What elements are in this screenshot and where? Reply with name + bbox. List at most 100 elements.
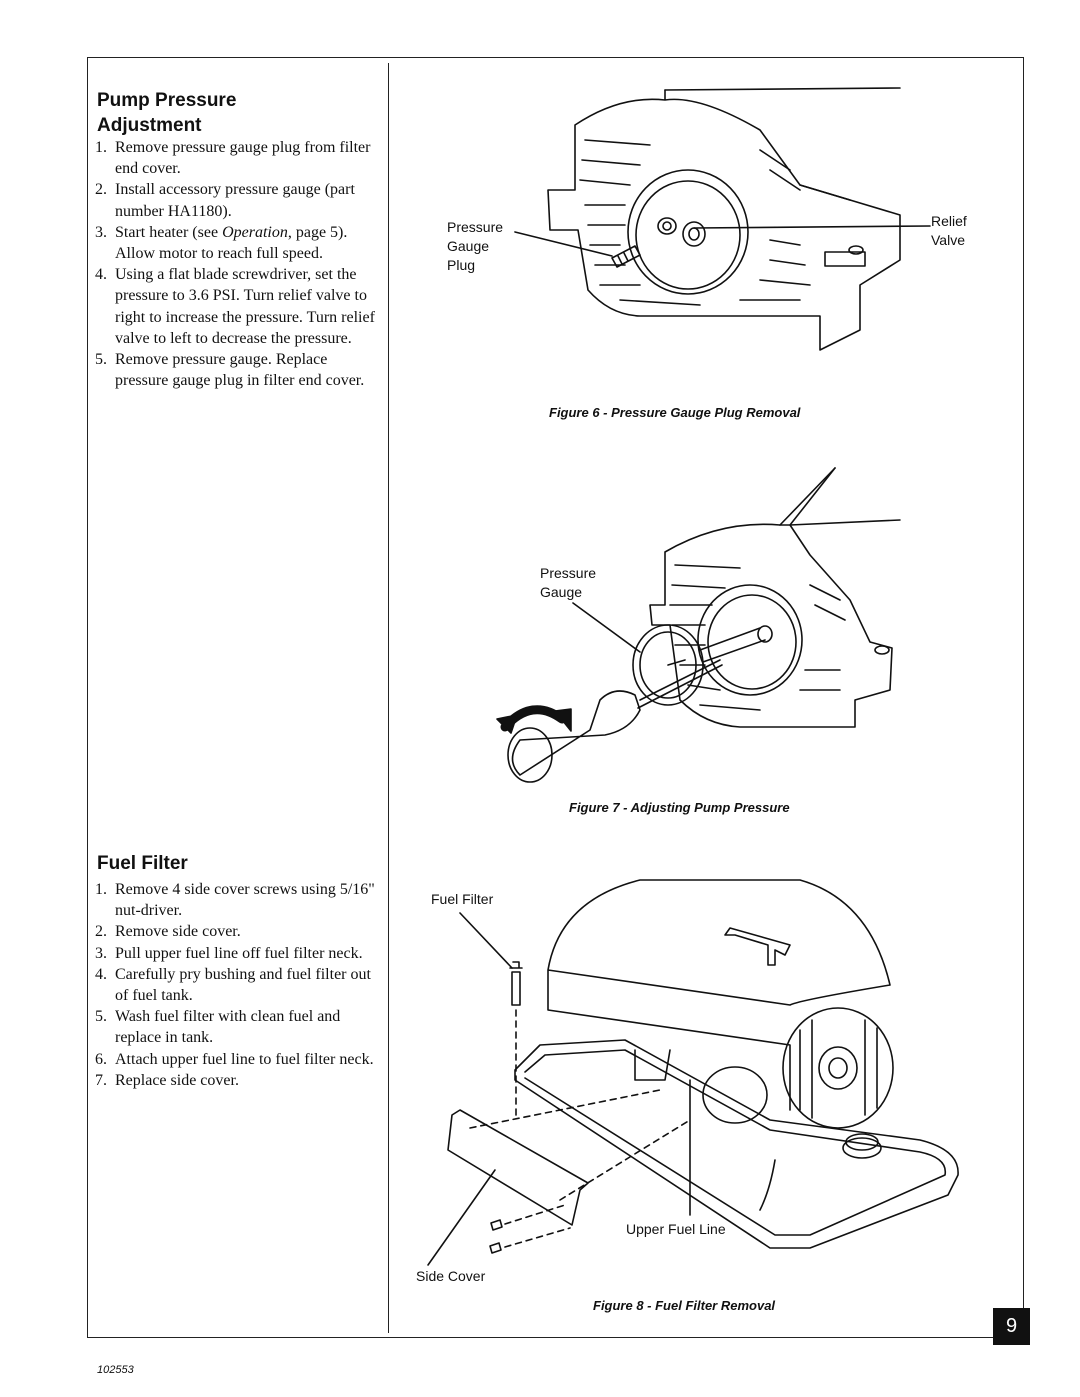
step-number: 6. bbox=[95, 1050, 107, 1068]
step-number: 4. bbox=[95, 266, 107, 284]
end-cover-inner bbox=[707, 594, 797, 690]
label-line: Gauge bbox=[447, 238, 490, 254]
relief-valve bbox=[682, 221, 706, 247]
list-item: 5. Wash fuel filter with clean fuel and r… bbox=[87, 1006, 377, 1048]
step-text: Remove pressure gauge. Replace pressure … bbox=[115, 351, 365, 390]
filter-section-title: Fuel Filter bbox=[97, 853, 188, 874]
figure8-label-line: Upper Fuel Line bbox=[626, 1221, 726, 1237]
knob bbox=[848, 245, 864, 255]
step-text: Carefully pry bushing and fuel filter ou… bbox=[115, 965, 371, 1005]
step-text-emphasis: Operation bbox=[222, 223, 288, 241]
heater-end-grille bbox=[782, 1007, 894, 1129]
list-item: 2. Remove side cover. bbox=[87, 921, 377, 942]
step-number: 1. bbox=[95, 881, 107, 898]
heater-top-edge bbox=[664, 87, 901, 91]
step-number: 5. bbox=[95, 351, 107, 369]
rotation-arrow-icon bbox=[496, 705, 572, 734]
step-number: 7. bbox=[95, 1071, 107, 1089]
pressure-gauge-plug bbox=[611, 245, 641, 268]
document-number: 102553 bbox=[97, 1364, 134, 1376]
step-text: Remove 4 side cover screws using 5/16" n… bbox=[115, 881, 375, 920]
page-number: 9 bbox=[993, 1308, 1030, 1345]
gauge-fitting bbox=[757, 625, 773, 643]
figure8-caption: Figure 8 - Fuel Filter Removal bbox=[593, 1298, 776, 1313]
screwdriver-shaft bbox=[637, 659, 723, 709]
step-text: Remove side cover. bbox=[115, 923, 241, 941]
fuel-tank bbox=[514, 1039, 959, 1249]
step-number: 3. bbox=[95, 223, 107, 241]
screw bbox=[489, 1242, 502, 1254]
filter-steps-list: 1. Remove 4 side cover screws using 5/16"… bbox=[87, 879, 377, 1091]
support-bracket bbox=[634, 1049, 671, 1081]
step-text: Using a flat blade screwdriver, set the … bbox=[115, 266, 375, 347]
figure6-label-valve: Relief Valve bbox=[931, 212, 967, 250]
figure6-label-plug: Pressure Gauge Plug bbox=[447, 218, 503, 275]
list-item: 1.Remove pressure gauge plug from filter… bbox=[87, 137, 377, 179]
side-cover-dashes bbox=[469, 1089, 691, 1248]
step-text-before: Start heater (see bbox=[115, 223, 223, 241]
step-number: 4. bbox=[95, 965, 107, 983]
label-line: Relief bbox=[931, 213, 967, 229]
heater-side bbox=[799, 184, 851, 201]
gauge-needle bbox=[667, 659, 686, 666]
list-item: 3. Start heater (see Operation, page 5). … bbox=[87, 222, 377, 264]
label-line: Gauge bbox=[540, 584, 583, 600]
figure8-label-cover: Side Cover bbox=[416, 1268, 486, 1284]
label-line: Plug bbox=[447, 257, 476, 273]
end-cover-inner bbox=[635, 180, 741, 290]
page-border bbox=[87, 57, 1024, 1338]
step-number: 1. bbox=[95, 139, 107, 156]
figure7-caption: Figure 7 - Adjusting Pump Pressure bbox=[569, 800, 790, 815]
pump-section-title: Pump Pressure Adjustment bbox=[97, 88, 236, 138]
fuel-cap-top bbox=[845, 1133, 879, 1151]
list-item: 4. Using a flat blade screwdriver, set th… bbox=[87, 264, 377, 349]
list-item: 1. Remove 4 side cover screws using 5/16"… bbox=[87, 879, 377, 921]
step-text: Replace side cover. bbox=[115, 1071, 239, 1089]
grille-louvers bbox=[579, 139, 811, 306]
knob bbox=[874, 645, 890, 655]
figure6-caption: Figure 6 - Pressure Gauge Plug Removal bbox=[549, 405, 801, 420]
step-number: 2. bbox=[95, 181, 107, 199]
screwdriver-handle bbox=[511, 690, 641, 776]
screw bbox=[490, 1219, 503, 1231]
pump-title-line1: Pump Pressure bbox=[97, 90, 237, 111]
valve-fitting-inner bbox=[662, 221, 672, 231]
list-item: 4. Carefully pry bushing and fuel filter … bbox=[87, 964, 377, 1006]
heater-handle bbox=[724, 927, 791, 966]
step-text-after: , page 5). Allow motor to reach full spe… bbox=[115, 223, 348, 263]
gauge-hose bbox=[699, 627, 766, 663]
list-item: 3. Pull upper fuel line off fuel filter n… bbox=[87, 943, 377, 964]
pressure-gauge-face bbox=[639, 631, 697, 699]
rear-block bbox=[824, 251, 866, 267]
step-number: 3. bbox=[95, 944, 107, 962]
step-number: 2. bbox=[95, 923, 107, 941]
leader-line-cover bbox=[427, 1169, 496, 1266]
column-divider bbox=[388, 63, 389, 1333]
figure8-label-filter: Fuel Filter bbox=[431, 891, 494, 907]
step-number: 5. bbox=[95, 1008, 107, 1026]
heater-body bbox=[547, 89, 901, 351]
heater-top-edge bbox=[779, 467, 901, 526]
step-text: Pull upper fuel line off fuel filter nec… bbox=[115, 944, 363, 962]
fuel-cap bbox=[842, 1137, 882, 1159]
pump-title-line2: Adjustment bbox=[97, 115, 202, 136]
leader-line-gauge bbox=[572, 602, 641, 653]
pressure-gauge bbox=[632, 624, 704, 706]
valve-fitting bbox=[657, 217, 677, 235]
list-item: 5. Remove pressure gauge. Replace pressur… bbox=[87, 349, 377, 391]
screwdriver-handle-end bbox=[507, 727, 553, 783]
label-line: Pressure bbox=[447, 219, 504, 235]
end-cover-ring bbox=[627, 169, 749, 295]
figure7-label-gauge: Pressure Gauge bbox=[540, 564, 596, 602]
step-text: Wash fuel filter with clean fuel and rep… bbox=[115, 1008, 341, 1047]
power-cord bbox=[759, 1159, 776, 1211]
fuel-tank-rim bbox=[524, 1049, 947, 1236]
leader-line-filter bbox=[459, 912, 513, 969]
step-text: Attach upper fuel line to fuel filter ne… bbox=[115, 1050, 374, 1068]
heater-body bbox=[547, 879, 891, 1111]
motor-housing bbox=[702, 1066, 768, 1124]
leader-line-valve bbox=[693, 225, 931, 229]
